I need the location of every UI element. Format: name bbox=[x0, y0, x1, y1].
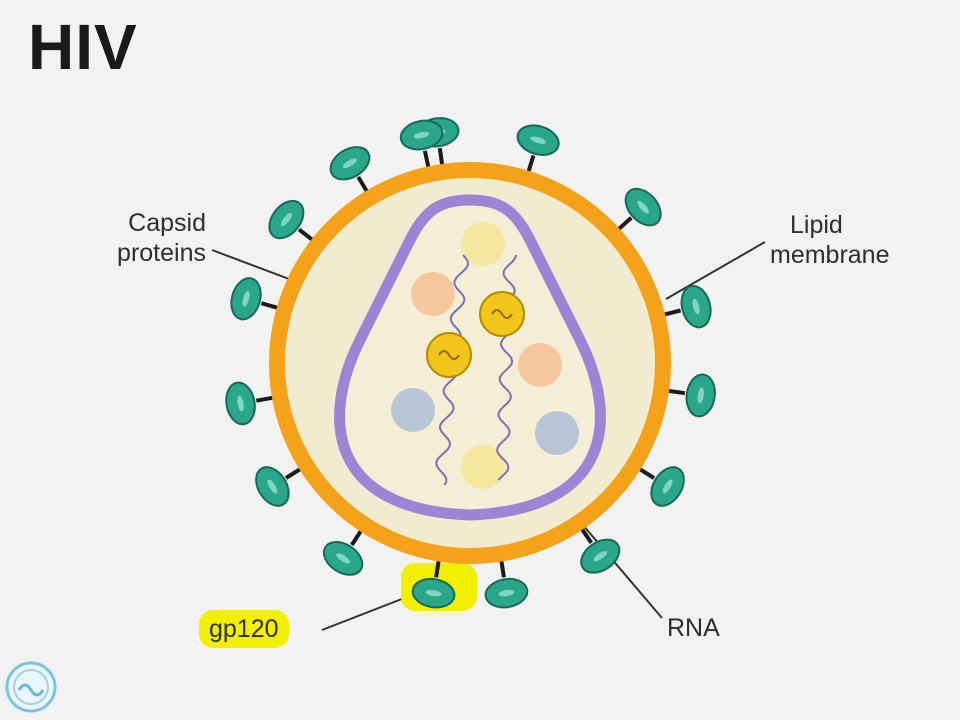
glycoprotein-spike bbox=[322, 527, 365, 576]
glycoprotein-spike bbox=[516, 124, 560, 176]
rna-strand bbox=[496, 254, 517, 481]
glycoprotein-spike bbox=[664, 373, 716, 418]
glycoprotein-spike bbox=[615, 187, 662, 233]
capsid-label-line-1: Capsid bbox=[128, 209, 206, 237]
capsid-protein-peach-left bbox=[411, 272, 455, 316]
glycoprotein-spike bbox=[268, 199, 316, 244]
capsid-proteins-label: Capsid proteins bbox=[92, 208, 206, 268]
capsid-protein-blue-right bbox=[535, 411, 579, 455]
capsid-protein-peach-right bbox=[518, 343, 562, 387]
capsid-protein-blue-left bbox=[391, 388, 435, 432]
glycoprotein-spike bbox=[230, 277, 282, 321]
page-title: HIV bbox=[28, 11, 138, 83]
gp120-label: gp120 bbox=[199, 610, 289, 648]
lipid-label-line-1: Lipid bbox=[790, 211, 843, 239]
glycoprotein-spikes bbox=[225, 117, 716, 609]
lipid-membrane-label: Lipid membrane bbox=[770, 210, 890, 270]
glycoprotein-spike bbox=[578, 525, 621, 574]
circular-watermark-logo-icon bbox=[5, 661, 57, 713]
glycoprotein-spike bbox=[399, 119, 444, 171]
glycoprotein-spike bbox=[225, 381, 277, 426]
enzyme-top bbox=[479, 291, 525, 337]
glycoprotein-spike bbox=[636, 465, 685, 507]
lipid-label-line-2: membrane bbox=[770, 241, 890, 269]
lipid-leader-line bbox=[665, 241, 766, 300]
capsid-protein-pale-yellow-bottom bbox=[461, 445, 505, 489]
capsid-protein-pale-yellow-top bbox=[461, 222, 505, 266]
glycoprotein-spike bbox=[255, 465, 304, 507]
glycoprotein-spike bbox=[329, 146, 371, 196]
capsid-label-line-2: proteins bbox=[117, 239, 206, 267]
glycoprotein-spike bbox=[660, 284, 712, 329]
rna-label: RNA bbox=[667, 614, 720, 642]
enzyme-middle bbox=[426, 332, 472, 378]
glycoprotein-spike bbox=[484, 557, 529, 609]
